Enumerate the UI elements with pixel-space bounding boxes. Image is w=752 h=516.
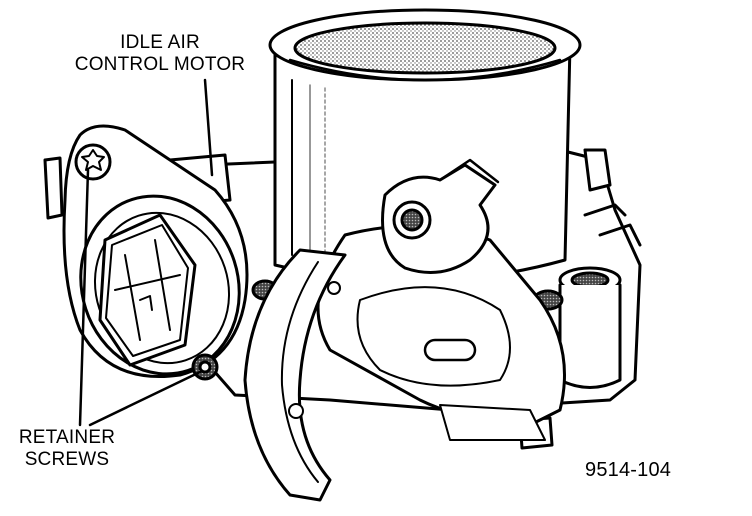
throttle-sector-shield bbox=[243, 248, 347, 502]
idle-air-label-line2: CONTROL MOTOR bbox=[74, 54, 246, 75]
retainer-label-line1: RETAINER bbox=[18, 427, 116, 448]
idle-air-label-line1: IDLE AIR bbox=[120, 32, 200, 53]
retainer-label-line2: SCREWS bbox=[24, 449, 110, 470]
throttle-lever-arm bbox=[381, 163, 497, 274]
throttle-bore-rim-inner bbox=[293, 21, 557, 75]
housing-rib bbox=[583, 148, 612, 192]
figure-number: 9514-104 bbox=[585, 459, 672, 481]
iac-electrical-connector bbox=[98, 213, 197, 367]
idle-air-control-motor-label: IDLE AIR CONTROL MOTOR bbox=[50, 32, 270, 76]
retainer-leader-line-upper bbox=[78, 168, 90, 427]
iac-leader-line bbox=[203, 78, 214, 177]
lever-slot bbox=[423, 338, 477, 362]
retainer-leader-line-lower bbox=[88, 370, 202, 427]
retainer-screws-label: RETAINER SCREWS bbox=[2, 427, 132, 471]
